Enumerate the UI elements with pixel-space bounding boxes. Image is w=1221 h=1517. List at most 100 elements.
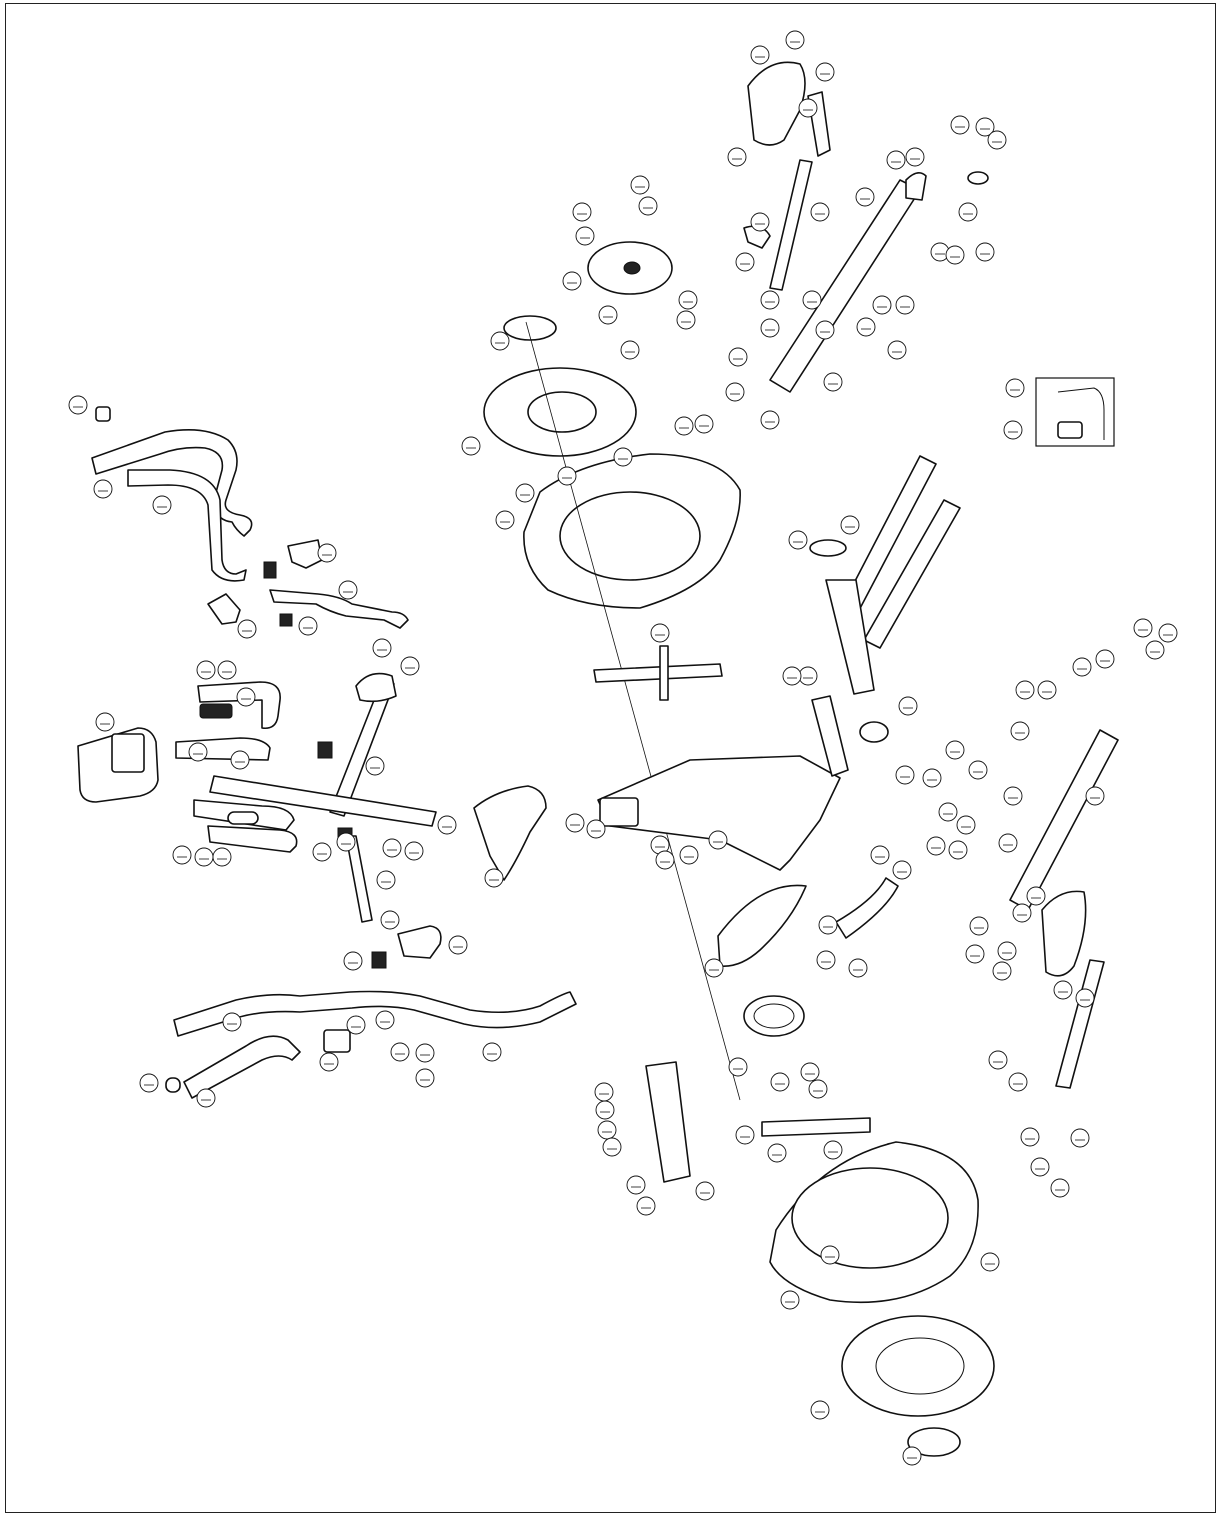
callout-circle — [490, 331, 510, 351]
callout-balloon — [495, 510, 515, 530]
callout-circle — [975, 117, 995, 137]
callout-balloon — [678, 290, 698, 310]
callout-balloon — [728, 347, 748, 367]
callout-circle — [892, 860, 912, 880]
callout-circle — [818, 915, 838, 935]
callout-balloon — [1012, 903, 1032, 923]
callout-circle — [461, 436, 481, 456]
callout-balloon — [975, 242, 995, 262]
callout-circle — [376, 870, 396, 890]
callout-circle — [725, 382, 745, 402]
pedal-wheel — [967, 171, 989, 185]
callout-circle — [816, 950, 836, 970]
callout-circle — [798, 98, 818, 118]
callout-circle — [802, 290, 822, 310]
rail-base-tube — [825, 579, 875, 695]
callout-circle — [905, 147, 925, 167]
callout-circle — [139, 1073, 159, 1093]
callout-circle — [988, 1050, 1008, 1070]
magnetic-flywheel — [743, 995, 805, 1037]
callout-balloon — [695, 1181, 715, 1201]
callout-balloon — [818, 915, 838, 935]
pedal-arm-upper — [743, 61, 989, 393]
callout-balloon — [372, 638, 392, 658]
cover-cap-lower — [907, 1427, 961, 1457]
callout-balloon — [562, 271, 582, 291]
callout-balloon — [997, 941, 1017, 961]
callout-circle — [992, 961, 1012, 981]
tension-bracket — [645, 1061, 691, 1183]
callout-balloon — [575, 226, 595, 246]
callout-circle — [626, 1175, 646, 1195]
callout-circle — [926, 836, 946, 856]
upper-handlebar-grip — [127, 469, 247, 582]
callout-circle — [895, 765, 915, 785]
callout-circle — [695, 1181, 715, 1201]
callout-balloon — [750, 45, 770, 65]
callout-circle — [343, 951, 363, 971]
lower-handlebar-assembly — [165, 990, 577, 1099]
callout-balloon — [735, 1125, 755, 1145]
inset-frame — [1035, 377, 1115, 447]
callout-balloon — [1010, 721, 1030, 741]
callout-balloon — [597, 1120, 617, 1140]
callout-circle — [674, 416, 694, 436]
callout-circle — [820, 1245, 840, 1265]
callout-balloon — [338, 580, 358, 600]
callout-balloon — [767, 1143, 787, 1163]
callout-balloon — [998, 833, 1018, 853]
callout-circle — [319, 1052, 339, 1072]
callout-balloon — [139, 1073, 159, 1093]
callout-balloon — [343, 951, 363, 971]
callout-circle — [404, 841, 424, 861]
callout-balloon — [892, 860, 912, 880]
callout-circle — [895, 295, 915, 315]
callout-balloon — [965, 944, 985, 964]
callout-circle — [650, 623, 670, 643]
callout-circle — [598, 305, 618, 325]
callout-circle — [236, 687, 256, 707]
callout-circle — [750, 212, 770, 232]
callout-balloon — [1158, 623, 1178, 643]
callout-circle — [338, 580, 358, 600]
callout-balloon — [188, 742, 208, 762]
callout-balloon — [484, 868, 504, 888]
callout-balloon — [895, 765, 915, 785]
pedal-arm-lower-long — [1009, 729, 1119, 911]
callout-balloon — [992, 961, 1012, 981]
callout-balloon — [725, 382, 745, 402]
callout-circle — [767, 1143, 787, 1163]
callout-balloon — [760, 290, 780, 310]
callout-balloon — [905, 147, 925, 167]
callout-balloon — [336, 832, 356, 852]
callout-circle — [565, 813, 585, 833]
callout-circle — [823, 372, 843, 392]
callout-circle — [704, 958, 724, 978]
callout-circle — [638, 196, 658, 216]
callout-circle — [172, 845, 192, 865]
upper-handlebar-assembly — [91, 406, 409, 629]
handlebar-end-cap — [95, 406, 111, 422]
callout-circle — [922, 768, 942, 788]
callout-circle — [1003, 420, 1023, 440]
callout-circle — [808, 1079, 828, 1099]
callout-balloon — [945, 740, 965, 760]
callout-circle — [1012, 903, 1032, 923]
base-frame-assembly — [593, 645, 849, 967]
callout-circle — [317, 543, 337, 563]
callout-balloon — [448, 935, 468, 955]
callout-balloon — [1037, 680, 1057, 700]
callout-balloon — [375, 1010, 395, 1030]
callout-circle — [415, 1068, 435, 1088]
callout-circle — [372, 638, 392, 658]
callout-circle — [945, 245, 965, 265]
callout-circle — [727, 147, 747, 167]
callout-balloon — [785, 30, 805, 50]
callout-balloon — [655, 850, 675, 870]
callout-balloon — [798, 666, 818, 686]
power-adapter — [1057, 421, 1083, 439]
callout-balloon — [172, 845, 192, 865]
callout-balloon — [461, 436, 481, 456]
callout-balloon — [1020, 1127, 1040, 1147]
callout-circle — [815, 320, 835, 340]
